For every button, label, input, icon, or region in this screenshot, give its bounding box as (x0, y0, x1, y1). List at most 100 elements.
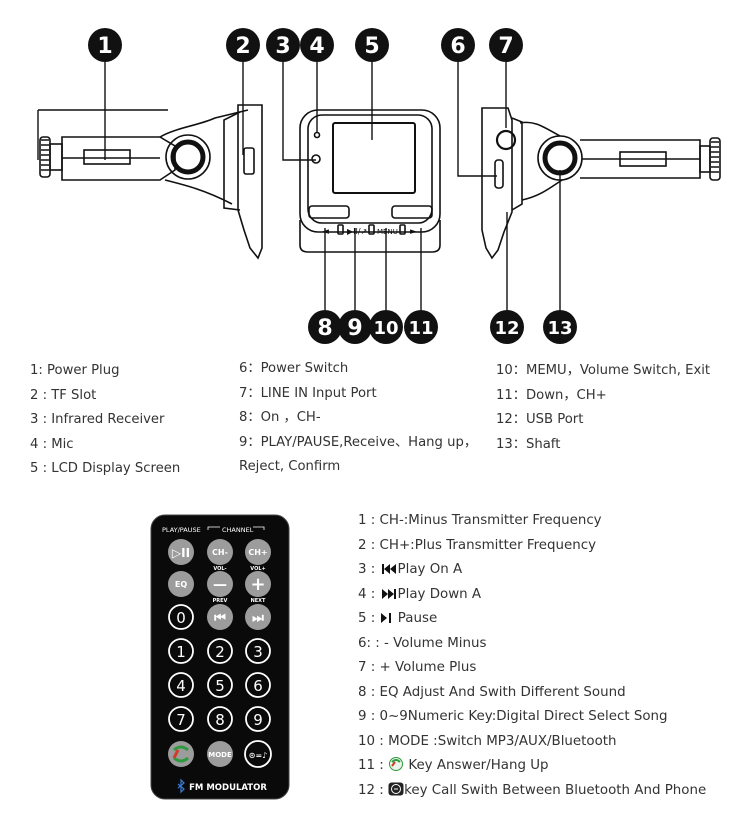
remote-list-item: 1 : CH-:Minus Transmitter Frequency (358, 513, 602, 528)
remote-ch-minus-key[interactable]: CH- (207, 539, 233, 565)
callout-2: 2 (226, 28, 260, 62)
remote-list-item: 8 : EQ Adjust And Swith Different Sound (358, 684, 626, 700)
bluetooth-icon (177, 778, 185, 794)
remote-next-key[interactable]: ⏭ (245, 604, 271, 630)
remote-list-item: 4 : Play Down A (358, 586, 482, 602)
legend-column-3: 10：MEMU，Volume Switch, Exit 11：Down，CH+ … (496, 359, 710, 457)
svg-text:6: 6 (450, 34, 465, 59)
remote-ch-plus-key[interactable]: CH+ (245, 539, 271, 565)
device-diagram: ◄ ▶II/↗ MENU ► (37, 28, 721, 344)
front-menu-label: MENU (377, 228, 398, 236)
svg-text:2: 2 (235, 34, 250, 59)
remote-eq-key[interactable]: EQ (168, 571, 194, 597)
remote-digit-9-key[interactable]: 9 (245, 706, 271, 732)
legend-item: 10：MEMU，Volume Switch, Exit (496, 363, 711, 378)
remote-digit-2-key[interactable]: 2 (207, 638, 233, 664)
svg-text:12: 12 (494, 318, 519, 339)
next-icon (381, 588, 396, 599)
front-right-arrow: ► (410, 227, 417, 237)
svg-text:1: 1 (97, 34, 112, 59)
remote-prev-key[interactable]: ⏮ (207, 604, 233, 630)
svg-text:EQ: EQ (175, 580, 187, 589)
remote-bt-phone-key[interactable]: ⊙=♪ (244, 740, 272, 768)
svg-text:4: 4 (309, 34, 324, 59)
svg-text:10: 10 (373, 318, 398, 339)
remote-list-item: 11 : Key Answer/Hang Up (358, 757, 549, 773)
legend-item: 13：Shaft (496, 436, 561, 452)
svg-text:7: 7 (176, 711, 186, 729)
remote-list-item: 6: : - Volume Minus (358, 635, 487, 651)
remote-digit-8-key[interactable]: 8 (207, 706, 233, 732)
remote-list-item: 10 : MODE :Switch MP3/AUX/Bluetooth (358, 733, 617, 749)
svg-text:6: 6 (253, 677, 263, 695)
svg-text:0: 0 (176, 609, 186, 627)
remote-list-item: 9 : 0~9Numeric Key:Digital Direct Select… (358, 709, 668, 724)
remote-list-item: 5 : Pause (358, 611, 438, 626)
legend-item: 4 : Mic (30, 436, 74, 452)
remote-key-list: 1 : CH-:Minus Transmitter Frequency 2 : … (358, 509, 706, 803)
pause-icon (380, 613, 391, 623)
svg-text:13: 13 (547, 318, 572, 339)
remote-control: PLAY/PAUSE CHANNEL ▷II CH- CH+ VOL- VOL+… (150, 514, 290, 800)
remote-digit-1-key[interactable]: 1 (168, 638, 194, 664)
legend-item: 12：USB Port (496, 412, 584, 428)
svg-text:⊙=♪: ⊙=♪ (249, 751, 268, 760)
remote-digit-6-key[interactable]: 6 (245, 672, 271, 698)
callout-7: 7 (489, 28, 523, 62)
remote-label-play-pause: PLAY/PAUSE (162, 526, 201, 534)
legend-item: 8：On ，CH- (239, 410, 321, 426)
callout-10: 10 (369, 310, 403, 344)
svg-text:MODE: MODE (208, 751, 232, 759)
svg-text:8: 8 (215, 711, 225, 729)
callout-4: 4 (300, 28, 334, 62)
svg-text:▷II: ▷II (172, 546, 190, 560)
svg-text:—: — (213, 577, 227, 593)
remote-digit-3-key[interactable]: 3 (245, 638, 271, 664)
callout-12: 12 (490, 310, 524, 344)
callout-5: 5 (355, 28, 389, 62)
remote-prev-label: PREV (213, 598, 228, 604)
remote-digit-5-key[interactable]: 5 (207, 672, 233, 698)
svg-text:5: 5 (215, 677, 225, 695)
phone-icon (389, 757, 404, 771)
leader-lines (37, 62, 561, 310)
svg-text:1: 1 (176, 643, 186, 661)
callout-3: 3 (266, 28, 300, 62)
svg-text:⏮: ⏮ (214, 611, 226, 626)
front-view (299, 109, 441, 253)
legend-item: 5 : LCD Display Screen (30, 461, 181, 477)
legend-item: 6：Power Switch (239, 361, 349, 376)
svg-text:3: 3 (253, 643, 263, 661)
legend-column-1: 1: Power Plug 2 : TF Slot 3 : Infrared R… (30, 359, 180, 482)
remote-label-channel: CHANNEL (222, 526, 254, 534)
callout-11: 11 (404, 310, 438, 344)
svg-text:9: 9 (253, 711, 263, 729)
remote-play-pause-key[interactable]: ▷II (168, 539, 194, 565)
remote-vol-plus-key[interactable]: + (245, 571, 271, 597)
front-play-pause-label: ▶II/↗ (347, 227, 367, 236)
callout-1: 1 (88, 28, 122, 62)
remote-vol-plus-label: VOL+ (250, 566, 265, 572)
callout-13: 13 (543, 310, 577, 344)
remote-digit-4-key[interactable]: 4 (168, 672, 194, 698)
svg-text:+: + (250, 574, 265, 595)
legend-item: 7：LINE IN Input Port (239, 385, 377, 401)
remote-answer-key[interactable] (168, 741, 194, 767)
legend-item: 3 : Infrared Receiver (30, 412, 165, 428)
svg-text:11: 11 (408, 318, 433, 339)
remote-next-label: NEXT (251, 598, 266, 604)
legend-item: 1: Power Plug (30, 363, 120, 378)
remote-digit-7-key[interactable]: 7 (168, 706, 194, 732)
remote-brand: FM MODULATOR (189, 783, 267, 793)
callout-9: 9 (338, 310, 372, 344)
svg-text:⏭: ⏭ (252, 611, 264, 626)
remote-list-item: 3 : Play On A (358, 562, 463, 577)
remote-mode-key[interactable]: MODE (207, 741, 233, 767)
svg-text:4: 4 (176, 677, 186, 695)
remote-vol-minus-label: VOL- (213, 566, 226, 572)
svg-text:CH+: CH+ (248, 548, 267, 557)
remote-vol-minus-key[interactable]: — (207, 571, 233, 597)
legend-item: 11：Down，CH+ (496, 387, 607, 403)
right-side-view (481, 107, 721, 260)
remote-digit-0-key[interactable]: 0 (168, 604, 194, 630)
